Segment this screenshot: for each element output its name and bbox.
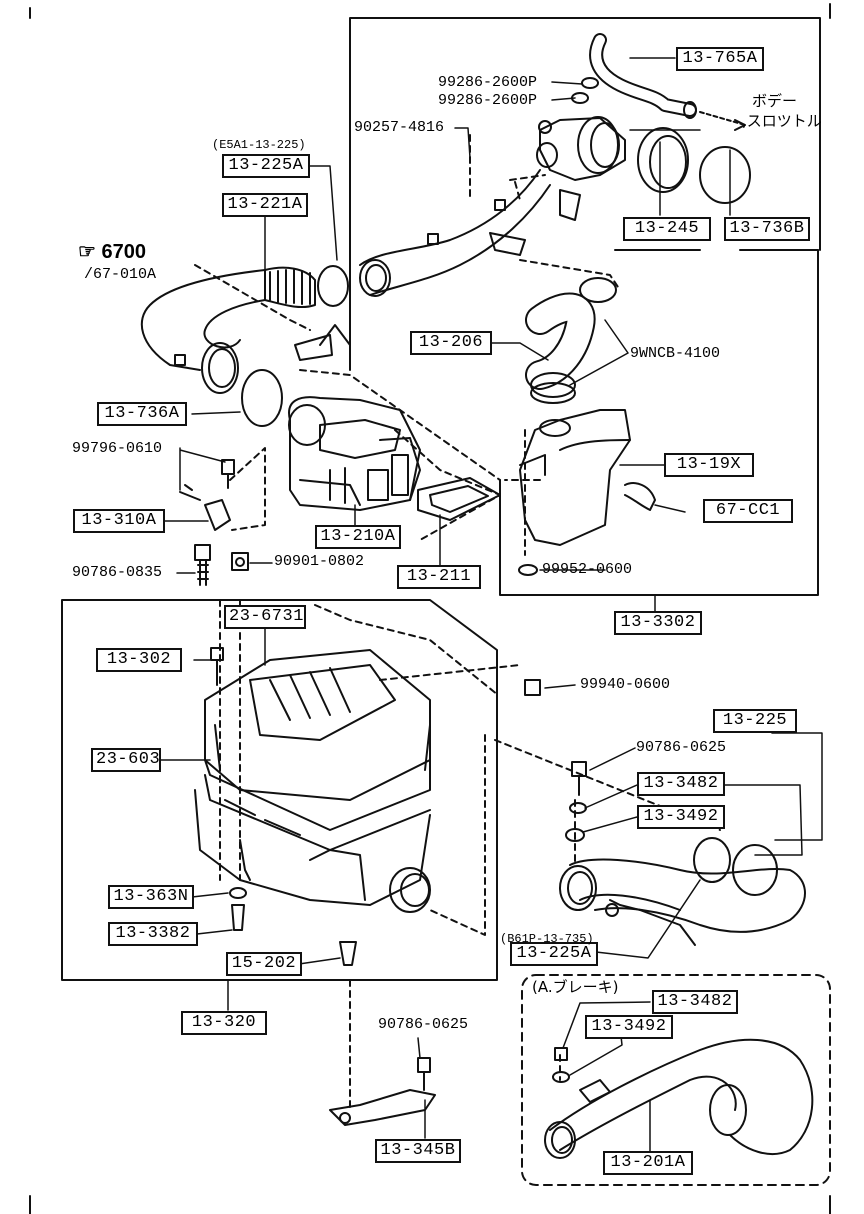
intake-duct (140, 269, 266, 371)
note-throttle: ,スロツトル (742, 112, 822, 130)
part-label-13-201A: 13-201A (603, 1151, 693, 1175)
part-label-13-225A-bottom: 13-225A (510, 942, 598, 966)
nut-90901-0802 (231, 552, 249, 571)
resonator-13-19X (519, 409, 631, 546)
clamp-13-245 (637, 127, 689, 193)
part-label-13-3482-b: 13-3482 (652, 990, 738, 1014)
throttle-connector (539, 117, 626, 181)
part-label-13-345B: 13-345B (375, 1139, 461, 1163)
note-body: ボデー (752, 92, 798, 110)
code-99952-0600: 99952-0600 (542, 561, 633, 578)
part-label-67-CC1: 67-CC1 (703, 499, 793, 523)
code-99286-2600P-b: 99286-2600P (438, 92, 538, 109)
code-90786-0625-a: 90786-0625 (636, 739, 727, 756)
part-label-13-210A: 13-210A (315, 525, 401, 549)
code-90786-0625-b: 90786-0625 (378, 1016, 469, 1033)
code-99286-2600P-a: 99286-2600P (438, 74, 538, 91)
part-label-13-221A: 13-221A (222, 193, 308, 217)
part-label-13-736B: 13-736B (724, 217, 810, 241)
part-label-13-363N: 13-363N (108, 885, 194, 909)
part-label-15-202: 15-202 (226, 952, 302, 976)
code-99796-0610: 99796-0610 (72, 440, 163, 457)
part-label-13-225A-top: 13-225A (222, 154, 310, 178)
part-label-13-3382: 13-3382 (108, 922, 198, 946)
part-label-13-3492-a: 13-3492 (637, 805, 725, 829)
code-90257-4816: 90257-4816 (354, 119, 445, 136)
part-label-13-320: 13-320 (181, 1011, 267, 1035)
part-label-13-765A: 13-765A (676, 47, 764, 71)
bolt-90786-0835 (194, 544, 211, 586)
part-label-13-225-right: 13-225 (713, 709, 797, 733)
air-cleaner-group-outline (61, 599, 498, 981)
airflow-meter-13-210A (288, 396, 421, 511)
part-label-13-3492-b: 13-3492 (585, 1015, 673, 1039)
ref-sub-67-010A: /67-010A (84, 266, 157, 283)
ref-page-number: 6700 (101, 241, 147, 263)
code-99940-0600: 99940-0600 (580, 676, 671, 693)
code-90786-0835: 90786-0835 (72, 564, 163, 581)
clamp-13-736A (241, 369, 283, 427)
code-e5a1-13-225: (E5A1-13-225) (212, 138, 306, 152)
part-label-13-3482-a: 13-3482 (637, 772, 725, 796)
upper-intake-group-outline (349, 17, 821, 596)
pointing-hand-icon: ☞ (78, 241, 96, 263)
bellows-13-221A (264, 266, 316, 309)
code-9WNCB-4100: 9WNCB-4100 (630, 345, 721, 362)
ref-page-6700: ☞ 6700 (78, 241, 147, 263)
bracket-13-310A (204, 499, 231, 531)
part-label-13-245: 13-245 (623, 217, 711, 241)
part-label-13-3302: 13-3302 (614, 611, 702, 635)
part-label-13-736A: 13-736A (97, 402, 187, 426)
part-label-13-206: 13-206 (410, 331, 492, 355)
bracket-13-345B (329, 1057, 436, 1126)
code-b61p-13-735: (B61P-13-735) (500, 932, 594, 946)
part-label-13-19X: 13-19X (664, 453, 754, 477)
part-label-13-211: 13-211 (397, 565, 481, 589)
code-90901-0802: 90901-0802 (274, 553, 365, 570)
clamp-13-225 (693, 837, 731, 883)
part-label-13-302: 13-302 (96, 648, 182, 672)
air-cleaner-assembly (194, 649, 431, 913)
clamp-13-736B (699, 146, 751, 204)
part-label-23-603: 23-603 (91, 748, 161, 772)
part-label-13-310A: 13-310A (73, 509, 165, 533)
note-a-brake: (A.ブレーキ) (532, 978, 619, 996)
air-tube-13-201A (544, 1038, 814, 1159)
a-brake-group-outline (521, 974, 831, 1186)
air-tube-13-225 (559, 837, 806, 946)
part-label-23-6731: 23-6731 (224, 605, 306, 629)
gasket-13-211 (417, 477, 501, 521)
